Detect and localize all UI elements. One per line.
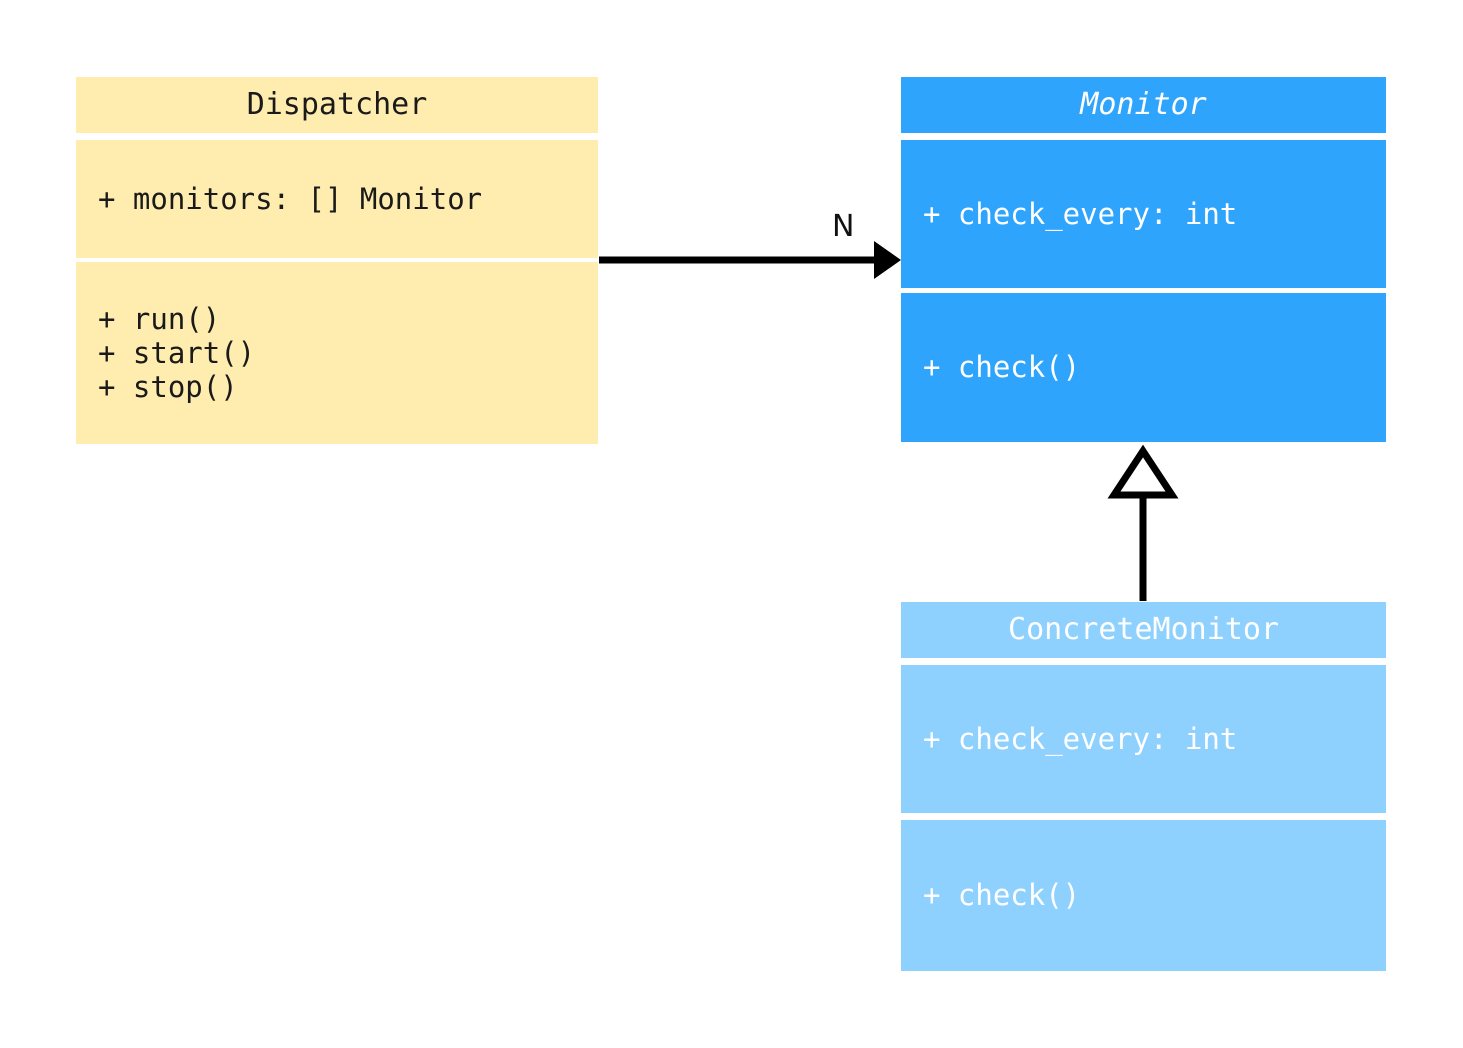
compartment-divider — [901, 658, 1386, 665]
association-multiplicity-label: N — [832, 209, 855, 244]
uml-method-item: + check() — [923, 350, 1081, 385]
uml-class-name-dispatcher: Dispatcher — [246, 87, 428, 122]
compartment-divider — [901, 288, 1386, 293]
uml-methods-monitor: + check() — [901, 293, 1386, 442]
compartment-divider — [76, 258, 598, 262]
uml-method-item: + check() — [923, 878, 1081, 913]
uml-attributes-concretemonitor: + check_every: int — [901, 665, 1386, 813]
uml-class-monitor[interactable]: Monitor + check_every: int + check() — [901, 77, 1386, 442]
uml-method-item: + start() — [98, 335, 256, 370]
uml-method-item: + stop() — [98, 370, 238, 405]
uml-attributes-dispatcher: + monitors: [] Monitor — [76, 140, 598, 258]
generalization-edge-concretemonitor-monitor — [1107, 444, 1179, 601]
compartment-divider — [901, 133, 1386, 140]
uml-attribute-item: + monitors: [] Monitor — [98, 181, 483, 216]
uml-class-name-concretemonitor: ConcreteMonitor — [1008, 612, 1279, 647]
uml-attribute-item: + check_every: int — [923, 721, 1238, 756]
compartment-divider — [901, 813, 1386, 820]
uml-attributes-monitor: + check_every: int — [901, 140, 1386, 288]
uml-class-dispatcher[interactable]: Dispatcher + monitors: [] Monitor + run(… — [76, 77, 598, 444]
hollow-triangle-icon — [1107, 444, 1179, 499]
compartment-divider — [76, 133, 598, 140]
uml-methods-dispatcher: + run() + start() + stop() — [76, 262, 598, 444]
uml-methods-concretemonitor: + check() — [901, 820, 1386, 971]
uml-class-name-monitor: Monitor — [1080, 87, 1207, 122]
association-edge-dispatcher-monitor — [599, 241, 901, 279]
filled-arrowhead-icon — [874, 241, 901, 279]
uml-attribute-item: + check_every: int — [923, 196, 1238, 231]
uml-method-item: + run() — [98, 301, 221, 336]
uml-class-concretemonitor[interactable]: ConcreteMonitor + check_every: int + che… — [901, 602, 1386, 971]
